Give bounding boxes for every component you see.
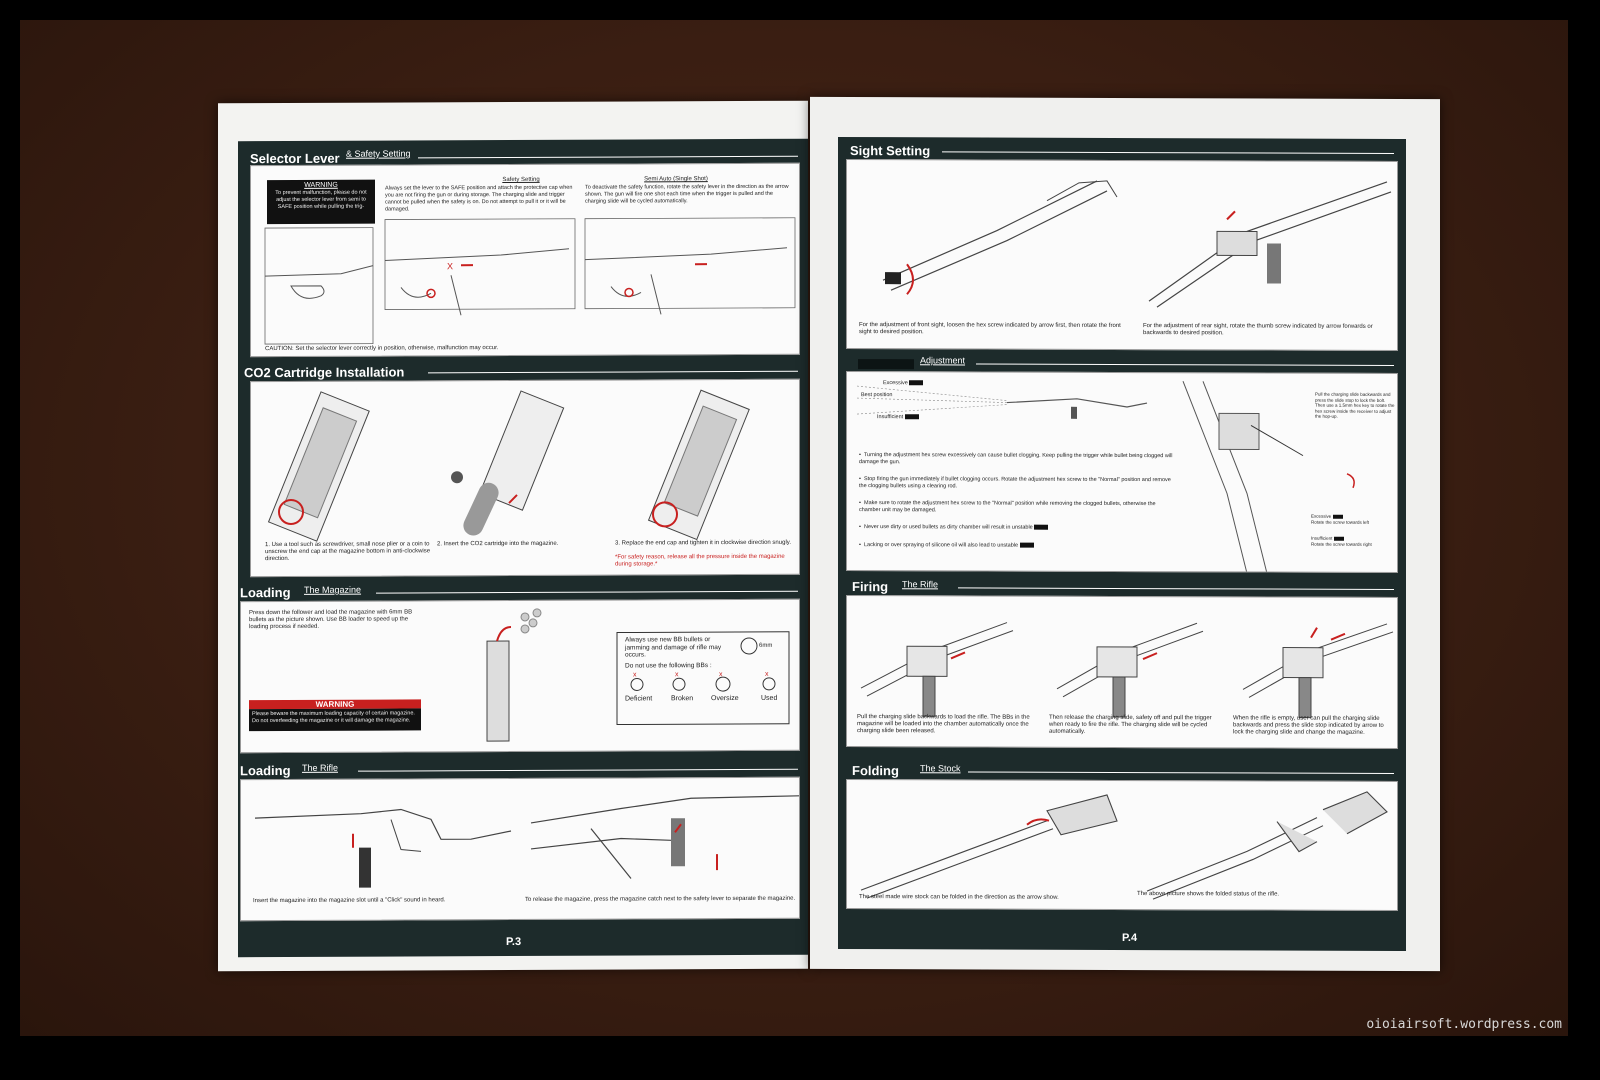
adjust-panel: Excessive Best position Insufficient • T… [846,371,1398,573]
firing-text-1: Pull the charging slide backwards to loa… [857,714,1030,735]
svg-text:x: x [765,671,769,678]
loading-mag-panel: Press down the follower and load the mag… [240,598,800,754]
selector-panel: WARNING To prevent malfunction, please d… [250,162,800,358]
manual-page-right: Sight Setting For the adjustment of fron… [810,96,1440,972]
traj-label: Best position [861,392,893,399]
folding-subtitle: The Stock [920,763,961,774]
folding-title: Folding [852,763,899,779]
bb-type-label: Broken [671,695,694,703]
selector-subtitle: & Safety Setting [346,148,411,159]
firing-subtitle: The Rifle [902,579,939,590]
insufficient-note: Insufficient Rotate the screw towards ri… [1311,535,1372,547]
page-number: P.3 [506,935,522,949]
loading-rifle-panel: Insert the magazine into the magazine sl… [240,776,800,922]
photo-background: Selector Lever & Safety Setting WARNING … [20,20,1568,1036]
adjust-bullet-item: • Make sure to rotate the adjustment hex… [859,500,1156,514]
folding-text-1: The steel made wire stock can be folded … [859,894,1059,901]
bb-type-label: Oversize [711,695,739,703]
co2-step-1: 1. Use a tool such as screwdriver, small… [265,541,431,563]
adjust-bullet-item: • Lacking or over spraying of silicone o… [859,542,1175,550]
manual-page-left: Selector Lever & Safety Setting WARNING … [218,100,808,972]
firing-text-2: Then release the charging slide, safety … [1049,714,1212,735]
page-number: P.4 [1122,931,1138,945]
redacted-title [858,359,914,370]
svg-text:x: x [633,671,637,678]
adjust-bullet-item: • Turning the adjustment hex screw exces… [859,452,1173,466]
bb-dont-text: Do not use the following BBs : [625,662,712,670]
watermark: oioiairsoft.wordpress.com [1366,1017,1562,1032]
sight-panel: For the adjustment of front sight, loose… [846,159,1398,351]
firing-drawings [860,622,1394,719]
adjust-subtitle: Adjustment [920,355,966,366]
bb-type-label: Used [761,694,778,702]
bb-note: Always use new BB bullets or jamming and… [625,636,722,659]
co2-step-2: 2. Insert the CO2 cartridge into the mag… [437,540,559,548]
loading-rifle-title: Loading [240,762,291,779]
co2-drawings [267,389,750,542]
co2-panel: 1. Use a tool such as screwdriver, small… [250,378,800,578]
traj-label: Excessive [883,380,924,387]
loading-rifle-text-2: To release the magazine, press the magaz… [525,895,796,903]
loading-rifle-text-1: Insert the magazine into the magazine sl… [253,897,446,905]
adjust-bullet-item: • Never use dirty or used bullets as dir… [859,524,1175,532]
folding-text-2: The above picture shows the folded statu… [1137,891,1280,898]
sight-title: Sight Setting [850,143,931,159]
loading-rifle-subtitle: The Rifle [302,762,339,773]
co2-step-3: 3. Replace the end cap and tighten it in… [615,539,791,547]
traj-label: Insufficient [877,414,919,421]
firing-text-3: When the rifle is empty, user can pull t… [1233,715,1384,736]
bb-size: 6mm [759,642,773,649]
svg-text:x: x [675,671,679,678]
sight-text-2: For the adjustment of rear sight, rotate… [1143,323,1373,337]
adjust-bullet-item: • Stop firing the gun immediately if bul… [859,476,1171,490]
svg-text:x: x [719,671,723,678]
folding-drawings [860,791,1388,900]
loading-mag-subtitle: The Magazine [304,584,362,595]
firing-panel: Pull the charging slide backwards to loa… [846,595,1398,749]
folding-panel: The steel made wire stock can be folded … [846,779,1398,911]
excessive-note: Excessive Rotate the screw towards left [1311,513,1370,525]
bb-type-label: Deficient [625,695,653,703]
loading-mag-title: Loading [240,584,291,601]
rifle-loading-drawings [254,795,800,888]
svg-text:X: X [447,261,453,271]
co2-title: CO2 Cartridge Installation [244,364,405,381]
sight-text-1: For the adjustment of front sight, loose… [859,322,1121,336]
selector-drawings: X [264,217,796,345]
sight-drawings [882,180,1392,308]
trajectory-drawing [856,381,1355,573]
firing-title: Firing [852,579,889,595]
co2-step-3-note: *For safety reason, release all the pres… [615,553,785,568]
hopup-side-note: Pull the charging slide backwards and pr… [1315,391,1395,419]
